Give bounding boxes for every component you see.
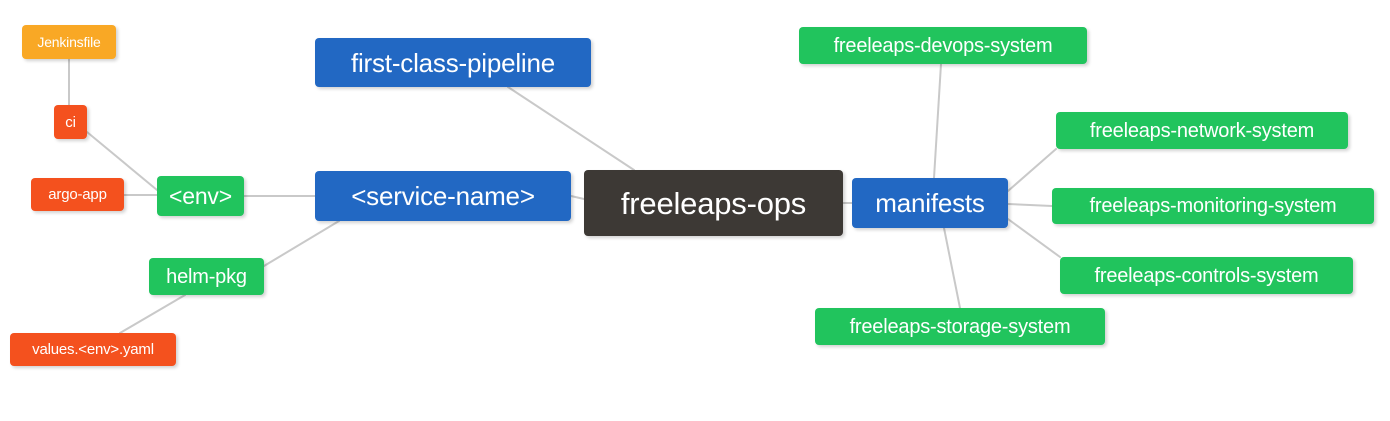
edge-manifests-to-freeleaps-controls-system (1007, 218, 1061, 258)
node-manifests[interactable]: manifests (852, 178, 1008, 228)
edge-manifests-to-freeleaps-network-system (1007, 148, 1057, 192)
node-label-helm-pkg: helm-pkg (166, 265, 247, 288)
edge-first-class-pipeline-to-freeleaps-ops (507, 86, 635, 171)
node-freeleaps-devops-system[interactable]: freeleaps-devops-system (799, 27, 1087, 64)
node-label-freeleaps-controls-system: freeleaps-controls-system (1094, 264, 1319, 287)
node-freeleaps-network-system[interactable]: freeleaps-network-system (1056, 112, 1348, 149)
node-label-argo-app: argo-app (48, 186, 107, 203)
node-first-class-pipeline[interactable]: first-class-pipeline (315, 38, 591, 87)
node-freeleaps-storage-system[interactable]: freeleaps-storage-system (815, 308, 1105, 345)
node-freeleaps-monitoring-system[interactable]: freeleaps-monitoring-system (1052, 188, 1374, 224)
node-label-service-name: <service-name> (351, 181, 535, 211)
node-label-jenkinsfile: Jenkinsfile (37, 34, 101, 50)
node-freeleaps-ops[interactable]: freeleaps-ops (584, 170, 843, 236)
node-jenkinsfile[interactable]: Jenkinsfile (22, 25, 116, 59)
node-service-name[interactable]: <service-name> (315, 171, 571, 221)
edge-manifests-to-freeleaps-storage-system (943, 227, 961, 309)
edge-service-name-to-helm-pkg (263, 220, 340, 267)
node-label-values-yaml: values.<env>.yaml (32, 341, 154, 358)
node-argo-app[interactable]: argo-app (31, 178, 124, 211)
node-label-manifests: manifests (875, 188, 985, 218)
node-label-ci: ci (65, 113, 76, 131)
edge-manifests-to-freeleaps-monitoring-system (1007, 203, 1053, 207)
node-ci[interactable]: ci (54, 105, 87, 139)
node-label-freeleaps-devops-system: freeleaps-devops-system (833, 34, 1053, 57)
node-helm-pkg[interactable]: helm-pkg (149, 258, 264, 295)
node-label-first-class-pipeline: first-class-pipeline (350, 47, 556, 78)
node-values-yaml[interactable]: values.<env>.yaml (10, 333, 176, 366)
edge-manifests-to-freeleaps-devops-system (933, 63, 942, 179)
node-env[interactable]: <env> (157, 176, 244, 216)
node-label-freeleaps-monitoring-system: freeleaps-monitoring-system (1089, 195, 1337, 217)
node-label-freeleaps-network-system: freeleaps-network-system (1089, 119, 1315, 142)
node-label-env: <env> (169, 182, 232, 209)
node-label-freeleaps-storage-system: freeleaps-storage-system (849, 315, 1071, 338)
node-freeleaps-controls-system[interactable]: freeleaps-controls-system (1060, 257, 1353, 294)
edge-helm-pkg-to-values-yaml (119, 294, 186, 334)
edge-service-name-to-freeleaps-ops (570, 195, 585, 200)
node-label-freeleaps-ops: freeleaps-ops (620, 185, 807, 221)
